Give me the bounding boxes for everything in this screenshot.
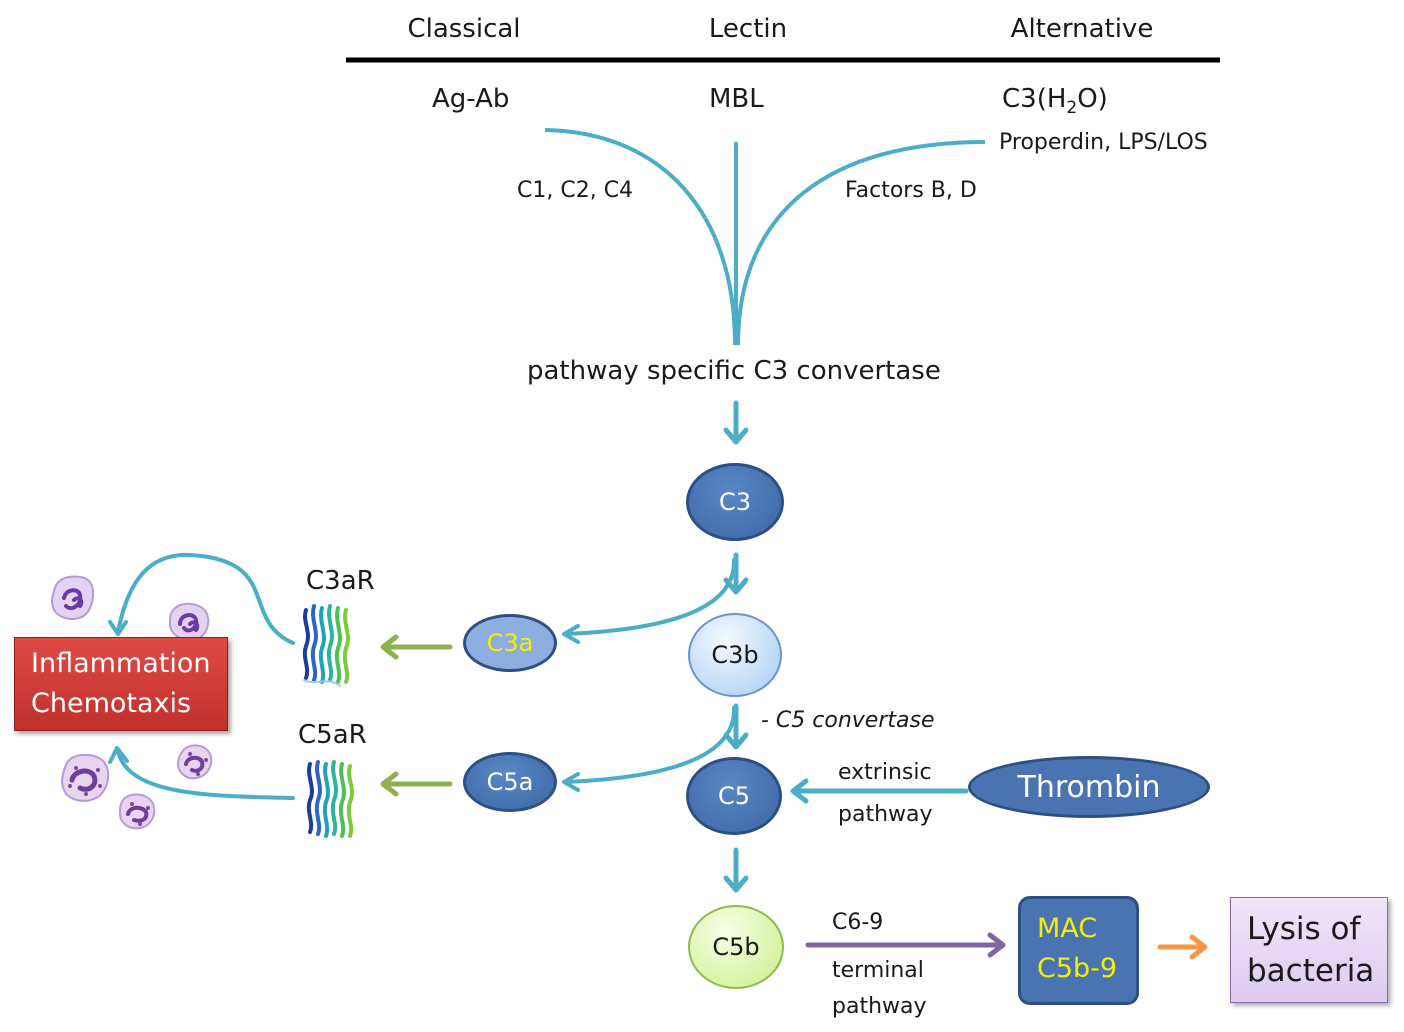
arrow-mac-to-lysis <box>1157 934 1208 960</box>
chemotaxis-label: Chemotaxis <box>31 688 192 719</box>
neutrophil-cell-icon <box>51 575 94 620</box>
classical-factors: C1, C2, C4 <box>517 178 634 203</box>
mac-box: MAC C5b-9 <box>1018 896 1139 1005</box>
thrombin-node: Thrombin <box>968 756 1210 818</box>
classical-trigger: Ag-Ab <box>432 84 510 114</box>
terminal-pathway-label: pathway <box>832 994 927 1019</box>
c5-node: C5 <box>686 757 782 835</box>
mac-label: MAC <box>1037 913 1098 944</box>
classical-pathway-title: Classical <box>407 14 521 44</box>
arrow-c3b-to-c5a <box>562 706 737 792</box>
alternative-pathway-curve <box>736 140 986 346</box>
lysis-box: Lysis of bacteria <box>1230 897 1388 1003</box>
c5b-9-label: C5b-9 <box>1037 953 1118 984</box>
c3a-node: C3a <box>463 614 557 672</box>
arrow-c5a-to-c5ar <box>380 771 453 797</box>
lysis-label: Lysis of <box>1247 911 1361 947</box>
arrow-c3ar-to-inflammation <box>108 552 295 645</box>
c5b-node: C5b <box>688 905 784 989</box>
neutrophil-cell-icon <box>168 602 210 642</box>
c3-convertase-label: pathway specific C3 convertase <box>527 356 941 386</box>
bacteria-label: bacteria <box>1247 953 1375 989</box>
arrow-c3-to-c3a <box>562 558 737 644</box>
extrinsic-label: extrinsic <box>838 760 932 785</box>
arrow-c5ar-to-inflammation <box>108 746 295 800</box>
lectin-trigger: MBL <box>709 84 764 114</box>
c5ar-label: C5aR <box>298 720 367 750</box>
c3ar-receptor-icon <box>302 604 350 687</box>
eosinophil-cell-icon <box>61 753 110 802</box>
c3ar-label: C3aR <box>306 566 375 596</box>
classical-pathway-curve <box>544 128 737 346</box>
c3-node: C3 <box>686 463 784 541</box>
terminal-label: terminal <box>832 958 924 983</box>
extrinsic-pathway-label: pathway <box>838 802 933 827</box>
alternative-pathway-title: Alternative <box>1010 14 1154 44</box>
c5a-node: C5a <box>463 752 557 812</box>
arrow-c5-to-c5b <box>723 847 749 893</box>
alternative-trigger: C3(H2O) <box>1002 84 1108 119</box>
arrow-c3b-to-c5 <box>723 703 749 750</box>
alternative-factors: Factors B, D <box>845 178 977 203</box>
inflammation-label: Inflammation <box>31 648 211 679</box>
c3b-node: C3b <box>688 613 782 697</box>
c5ar-receptor-icon <box>306 760 354 838</box>
inflammation-chemotaxis-box: Inflammation Chemotaxis <box>14 637 228 731</box>
eosinophil-cell-icon <box>176 744 213 780</box>
alternative-cofactors: Properdin, LPS/LOS <box>999 130 1208 155</box>
lectin-pathway-title: Lectin <box>708 14 788 44</box>
eosinophil-cell-icon <box>118 793 156 830</box>
c5-convertase-label: - C5 convertase <box>761 708 935 733</box>
arrow-thrombin-to-c5 <box>790 778 969 804</box>
arrow-c5b-to-mac <box>805 932 1006 958</box>
arrow-c3a-to-c3ar <box>380 634 453 660</box>
c6-9-label: C6-9 <box>832 910 884 935</box>
arrow-to-c3 <box>723 400 749 445</box>
